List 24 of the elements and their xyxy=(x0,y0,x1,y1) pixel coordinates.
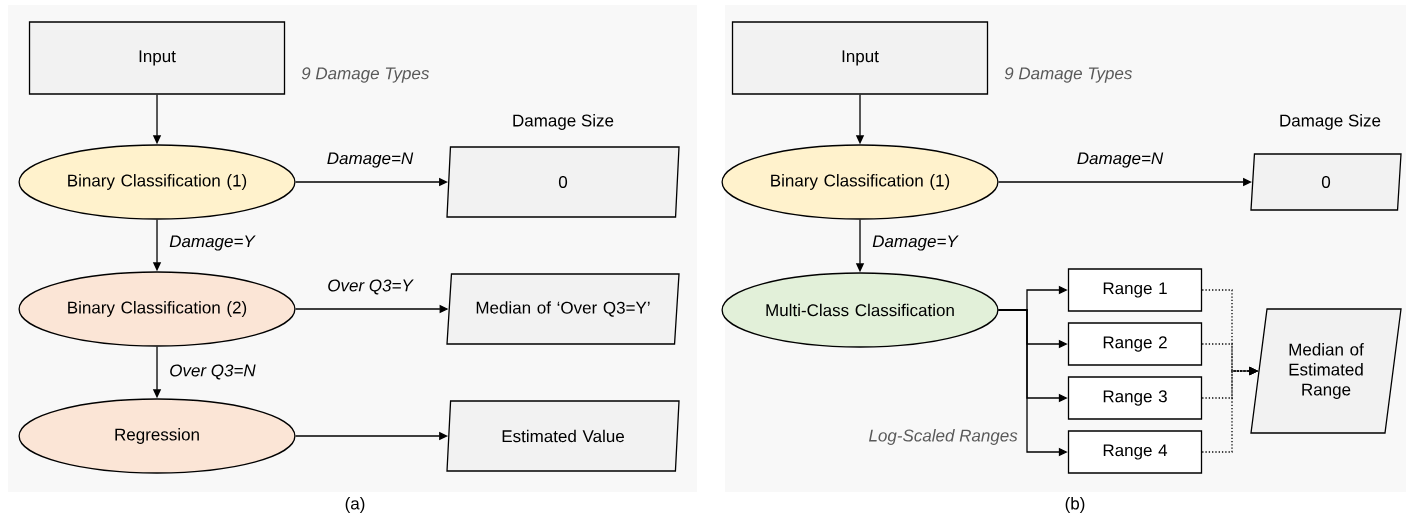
process-box: Range 2 xyxy=(1067,322,1203,366)
caption: (a) xyxy=(345,497,365,513)
annotation-text: 9 Damage Types xyxy=(1004,67,1133,83)
annotation-text: Log-Scaled Ranges xyxy=(869,429,1018,445)
edge-label: Damage=Y xyxy=(871,234,959,252)
process-box: Range 4 xyxy=(1067,430,1203,474)
caption: (b) xyxy=(1065,497,1085,513)
edge-label: Damage=N xyxy=(1075,151,1165,169)
output-parallelogram: Median of ‘Over Q3=Y’ xyxy=(446,273,680,345)
process-box: Input xyxy=(731,21,989,95)
column-heading: Damage Size xyxy=(513,114,614,130)
output-parallelogram: Estimated Value xyxy=(446,400,680,472)
edge-label: Over Q3=Y xyxy=(326,278,414,296)
edge-label: Over Q3=N xyxy=(168,363,257,381)
edge-label: Damage=N xyxy=(325,151,415,169)
annotation-text: 9 Damage Types xyxy=(301,67,430,83)
process-box: Range 1 xyxy=(1067,268,1203,312)
output-parallelogram: 0 xyxy=(446,146,680,218)
column-heading: Damage Size xyxy=(1280,114,1381,130)
output-parallelogram: 0 xyxy=(1250,153,1402,211)
process-box: Input xyxy=(28,21,286,95)
edge-label: Damage=Y xyxy=(168,234,256,252)
process-box: Range 3 xyxy=(1067,376,1203,420)
output-parallelogram: Median of Estimated Range xyxy=(1250,308,1402,434)
